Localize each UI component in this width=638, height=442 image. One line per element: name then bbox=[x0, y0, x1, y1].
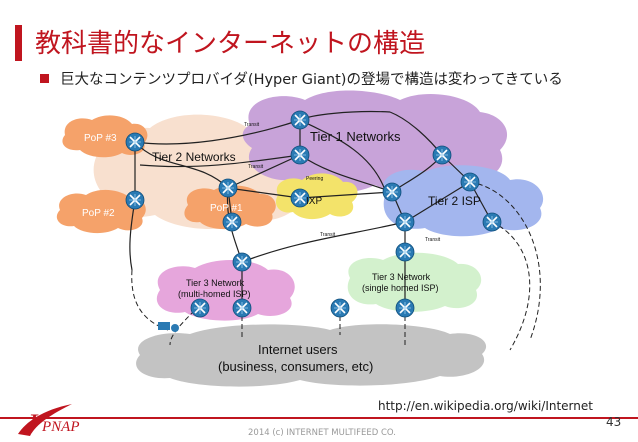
router-icon bbox=[432, 145, 452, 165]
transit-label: Transit bbox=[248, 164, 264, 170]
ixp-label: IXP bbox=[306, 196, 322, 207]
internet-structure-diagram: Tier 1 Networks Tier 2 Networks Tier 2 I… bbox=[56, 90, 544, 387]
router-icon bbox=[232, 252, 252, 272]
router-icon bbox=[218, 178, 238, 198]
logo-letters: PNAP bbox=[41, 419, 80, 435]
router-icon bbox=[232, 298, 252, 318]
router-icon bbox=[395, 242, 415, 262]
tier1-label: Tier 1 Networks bbox=[310, 129, 401, 144]
pop1-label: PoP #1 bbox=[210, 203, 243, 214]
users-label-line2: (business, consumers, etc) bbox=[218, 359, 373, 374]
internet-users-cloud bbox=[136, 324, 487, 387]
router-icon bbox=[290, 145, 310, 165]
router-icon bbox=[382, 182, 402, 202]
tier3-single-label-line2: (single homed ISP) bbox=[362, 283, 439, 293]
tier2-label: Tier 2 Networks bbox=[152, 150, 236, 164]
router-icon bbox=[125, 132, 145, 152]
pop3-label: PoP #3 bbox=[84, 133, 117, 144]
tier2-isp-cloud bbox=[383, 165, 544, 237]
source-url: http://en.wikipedia.org/wiki/Internet bbox=[378, 399, 593, 413]
small-user-icon bbox=[158, 322, 179, 332]
router-icon bbox=[222, 212, 242, 232]
bullet-text: 巨大なコンテンツプロバイダ(Hyper Giant)の登場で構造は変わってきてい… bbox=[60, 72, 563, 88]
tier3-multi-label-line2: (multi-homed ISP) bbox=[178, 289, 251, 299]
jpnap-logo: J PNAP bbox=[18, 404, 80, 440]
page-number: 43 bbox=[606, 415, 622, 429]
transit-label: Transit bbox=[244, 122, 260, 128]
tier3-single-homed-cloud bbox=[347, 252, 482, 312]
router-icon bbox=[482, 212, 502, 232]
logo-letter-j: J bbox=[24, 408, 39, 440]
users-label-line1: Internet users bbox=[258, 342, 338, 357]
copyright-text: 2014 (c) INTERNET MULTIFEED CO. bbox=[248, 428, 396, 438]
footer-divider bbox=[0, 417, 638, 419]
transit-label: Transit bbox=[425, 237, 441, 243]
tier2-isp-label: Tier 2 ISP bbox=[428, 194, 481, 208]
ixp-cloud bbox=[275, 173, 358, 220]
router-icon bbox=[460, 172, 480, 192]
title-accent-bar bbox=[15, 25, 22, 61]
bullet-marker bbox=[40, 74, 49, 83]
router-icon bbox=[290, 110, 310, 130]
tier3-single-label-line1: Tier 3 Network bbox=[372, 272, 431, 282]
slide-title: 教科書的なインターネットの構造 bbox=[35, 29, 426, 59]
pop3-cloud bbox=[62, 115, 148, 158]
router-icon bbox=[395, 298, 415, 318]
router-icon bbox=[330, 298, 350, 318]
pop2-cloud bbox=[56, 189, 146, 234]
router-icon bbox=[125, 190, 145, 210]
pop2-label: PoP #2 bbox=[82, 208, 115, 219]
peering-label: Peering bbox=[306, 176, 323, 182]
transit-label: Transit bbox=[320, 232, 336, 238]
router-icon bbox=[190, 298, 210, 318]
tier3-multi-label-line1: Tier 3 Network bbox=[186, 278, 245, 288]
router-icon bbox=[395, 212, 415, 232]
